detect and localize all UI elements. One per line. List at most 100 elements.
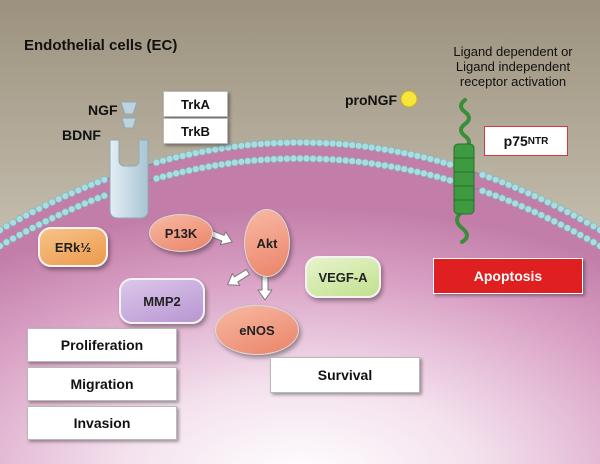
lipid-bead [87,197,96,205]
lipid-bead [159,157,167,165]
lipid-bead [81,183,89,192]
lipid-bead [211,161,219,170]
lipid-bead [231,158,239,167]
lipid-bead [283,155,291,163]
lipid-bead [400,165,408,173]
lipid-bead [276,139,285,147]
lipid-bead [485,189,493,198]
p75-receptor-shape [455,98,471,244]
lipid-bead [100,176,109,184]
trkb-box: TrkB [163,118,228,144]
lipid-bead [198,148,206,156]
lipid-bead [524,205,532,213]
lipid-bead [9,218,17,227]
lipid-bead [224,159,233,168]
lipid-bead [342,140,350,149]
lipid-bead [257,140,265,148]
lipid-bead [589,238,598,246]
lipid-bead [531,208,539,216]
lipid-bead [263,155,272,164]
lipid-bead [61,192,69,200]
lipid-bead [218,144,226,153]
lipid-bead [413,168,422,176]
proliferation-box: Proliferation [27,328,177,362]
lipid-bead [583,218,591,227]
lipid-bead [576,215,585,223]
lipid-bead [54,211,63,219]
lipid-bead [270,139,278,147]
lipid-bead [400,149,408,157]
lipid-bead [244,157,252,165]
lipid-bead [2,238,11,246]
lipid-bead [570,211,578,220]
lipid-bead [544,198,552,206]
lipid-bead [159,173,167,181]
lipid-bead [263,139,272,148]
lipid-bead [192,149,200,157]
lipid-bead [15,215,24,223]
lipid-bead [81,199,89,208]
lipid-bead [433,157,441,165]
lipid-bead [231,142,239,151]
lipid-bead [511,183,519,192]
lipid-bead [54,195,63,203]
lipid-bead [537,211,545,219]
lipid-bead [335,156,343,164]
lipid-bead [15,231,24,239]
lipid-bead [237,142,246,150]
membrane-lipid-beads [0,138,600,250]
lipid-bead [387,146,395,155]
lipid-bead [309,139,317,147]
lipid-bead [48,214,56,222]
lipid-bead [165,171,174,179]
lipid-bead [550,217,558,226]
lipid-bead [152,158,161,167]
lipid-bead [211,145,219,154]
lipid-bead [250,140,259,149]
lipid-bead [185,150,193,159]
lipid-bead [289,154,298,163]
lipid-bead [67,189,76,197]
lipid-bead [178,152,187,160]
lipid-bead [368,143,376,152]
lipid-bead [192,165,200,173]
invasion-box: Invasion [27,406,177,440]
note-line-3: receptor activation [459,74,567,89]
lipid-bead [322,139,330,147]
lipid-bead [67,205,76,213]
lipid-bead [276,155,285,163]
lipid-bead [420,153,428,162]
lipid-bead [583,234,591,243]
lipid-bead [485,173,493,182]
lipid-bead [511,199,519,208]
lipid-bead [22,211,30,220]
lipid-bead [35,205,43,213]
lipid-bead [94,194,102,202]
note-line-2: Ligand independent [455,59,571,74]
lipid-bead [61,208,69,216]
lipid-bead [492,176,500,184]
lipid-bead [0,226,4,234]
lipid-bead [28,224,37,232]
lipid-bead [348,141,356,149]
lipid-bead [22,227,30,236]
lipid-bead [315,155,324,163]
lipid-bead [9,234,17,243]
lipid-bead [257,156,265,164]
p75-segment-lines [454,157,474,201]
lipid-bead [270,155,278,163]
lipid-bead [342,156,350,165]
lipid-bead [478,187,487,195]
lipid-bead [315,139,324,147]
lipid-bead [563,208,572,216]
mmp2-node: MMP2 [119,278,205,324]
lipid-bead [185,166,193,175]
lipid-bead [100,192,109,200]
lipid-bead [322,155,330,163]
lipid-bead [244,141,252,149]
lipid-bead [198,164,206,172]
lipid-bead [48,198,56,206]
akt-node: Akt [244,209,290,277]
lipid-bead [205,146,213,155]
lipid-bead [224,143,233,152]
